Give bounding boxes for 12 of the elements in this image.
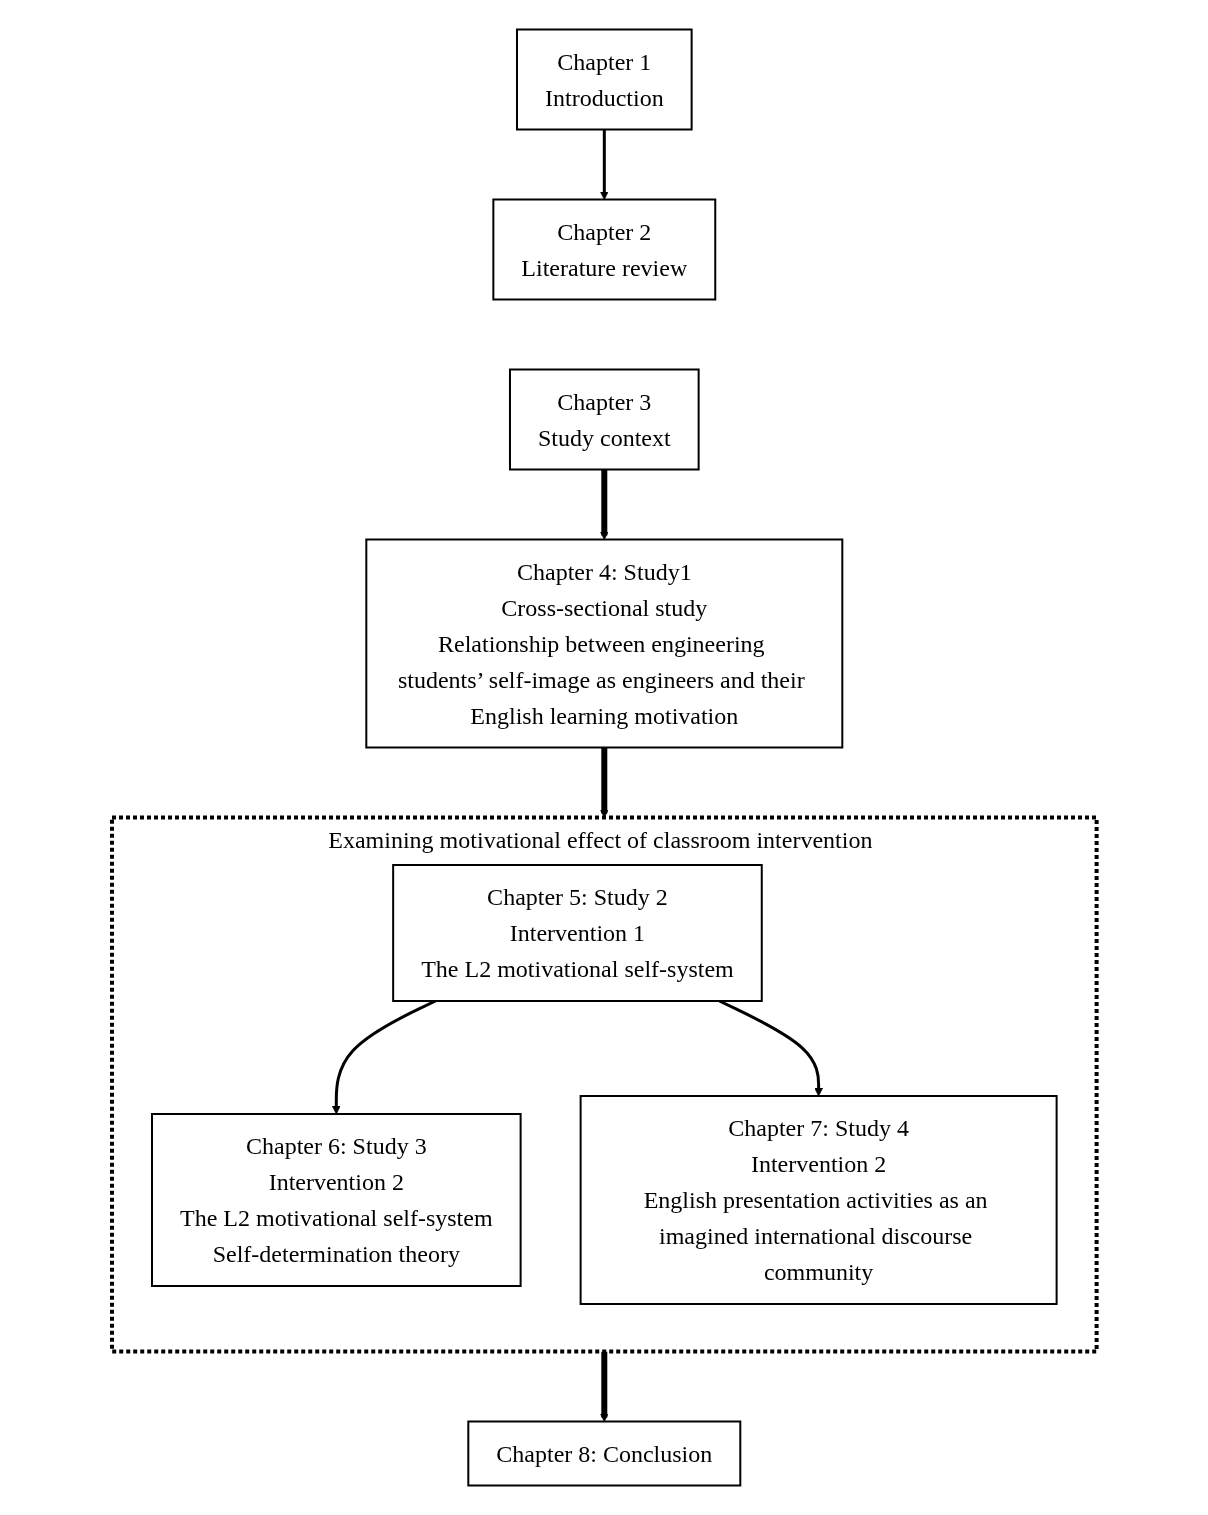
node-box: Chapter 4: Study1 Cross-sectional study Relationship between engineering students’ self-image as engineers and their English learning motivation — [365, 538, 843, 749]
arrow — [599, 469, 609, 540]
node-box: Chapter 6: Study 3 Intervention 2 The L2 motivational self-system Self-determination theory — [150, 1113, 522, 1287]
arrow — [599, 129, 609, 200]
arrow — [599, 747, 609, 818]
arrow — [599, 1351, 609, 1422]
node-box: Chapter 7: Study 4 Intervention 2 English presentation activities as an imagined international discourse community — [579, 1095, 1058, 1305]
node-box: Chapter 5: Study 2 Intervention 1 The L2 motivational self-system — [391, 864, 763, 1002]
node-box: Chapter 8: Conclusion — [467, 1420, 741, 1487]
node-box: Chapter 1 Introduction — [515, 28, 693, 131]
node-box: Chapter 2 Literature review — [492, 198, 716, 301]
node-box: Chapter 3 Study context — [508, 368, 700, 471]
